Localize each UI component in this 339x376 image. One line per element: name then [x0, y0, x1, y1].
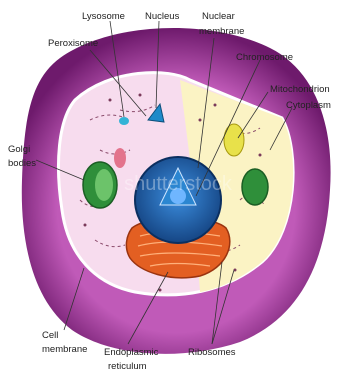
label-peroxisome: Peroxisome [48, 38, 98, 49]
label-cytoplasm: Cytoplasm [286, 100, 331, 111]
label-nuclear-2: membrane [199, 26, 244, 37]
label-golgi-2: bodies [8, 158, 36, 169]
mitochondrion-green [242, 169, 268, 205]
mitochondrion-small [114, 148, 126, 168]
label-golgi-1: Golgi [8, 144, 30, 155]
label-nuclear-1: Nuclear [202, 11, 235, 22]
label-chromosome: Chromosome [236, 52, 293, 63]
label-lysosome: Lysosome [82, 11, 125, 22]
watermark: shutterstock [124, 173, 233, 195]
label-mitochondrion: Mitochondrion [270, 84, 330, 95]
label-er-1: Endoplasmic [104, 347, 159, 358]
label-cell-membrane-1: Cell [42, 330, 58, 341]
mitochondrion [224, 124, 244, 156]
label-ribosomes: Ribosomes [188, 347, 236, 358]
lysosome [119, 117, 129, 125]
label-cell-membrane-2: membrane [42, 344, 87, 355]
label-er-2: reticulum [108, 361, 147, 372]
label-nucleus: Nucleus [145, 11, 180, 22]
golgi-body-inner [95, 169, 113, 201]
